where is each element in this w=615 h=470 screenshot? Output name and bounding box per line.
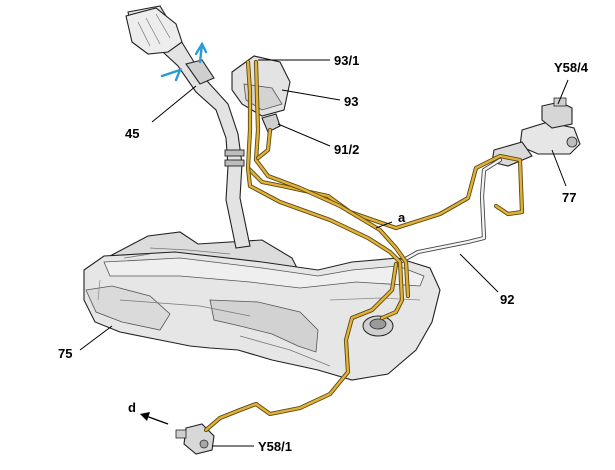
- label-d: d: [128, 400, 136, 415]
- fuel-tank: [83, 231, 441, 381]
- flow-arrows: [160, 41, 208, 82]
- callout-labels: 45 93/1 93 91/2 Y58/4 77 a 92 75 d Y58/1: [58, 53, 589, 454]
- label-77: 77: [562, 190, 576, 205]
- label-91-2: 91/2: [334, 142, 359, 157]
- vent-lines: [203, 59, 525, 433]
- activated-charcoal-canister: [231, 55, 291, 133]
- label-92: 92: [500, 292, 514, 307]
- label-y58-1: Y58/1: [258, 439, 292, 454]
- label-93: 93: [344, 94, 358, 109]
- label-45: 45: [125, 126, 139, 141]
- label-93-1: 93/1: [334, 53, 359, 68]
- leader-lines: [79, 59, 569, 447]
- filler-neck: [125, 5, 251, 249]
- direction-arrow: [140, 412, 169, 425]
- label-y58-4: Y58/4: [554, 60, 589, 75]
- label-75: 75: [58, 346, 72, 361]
- label-a: a: [398, 210, 406, 225]
